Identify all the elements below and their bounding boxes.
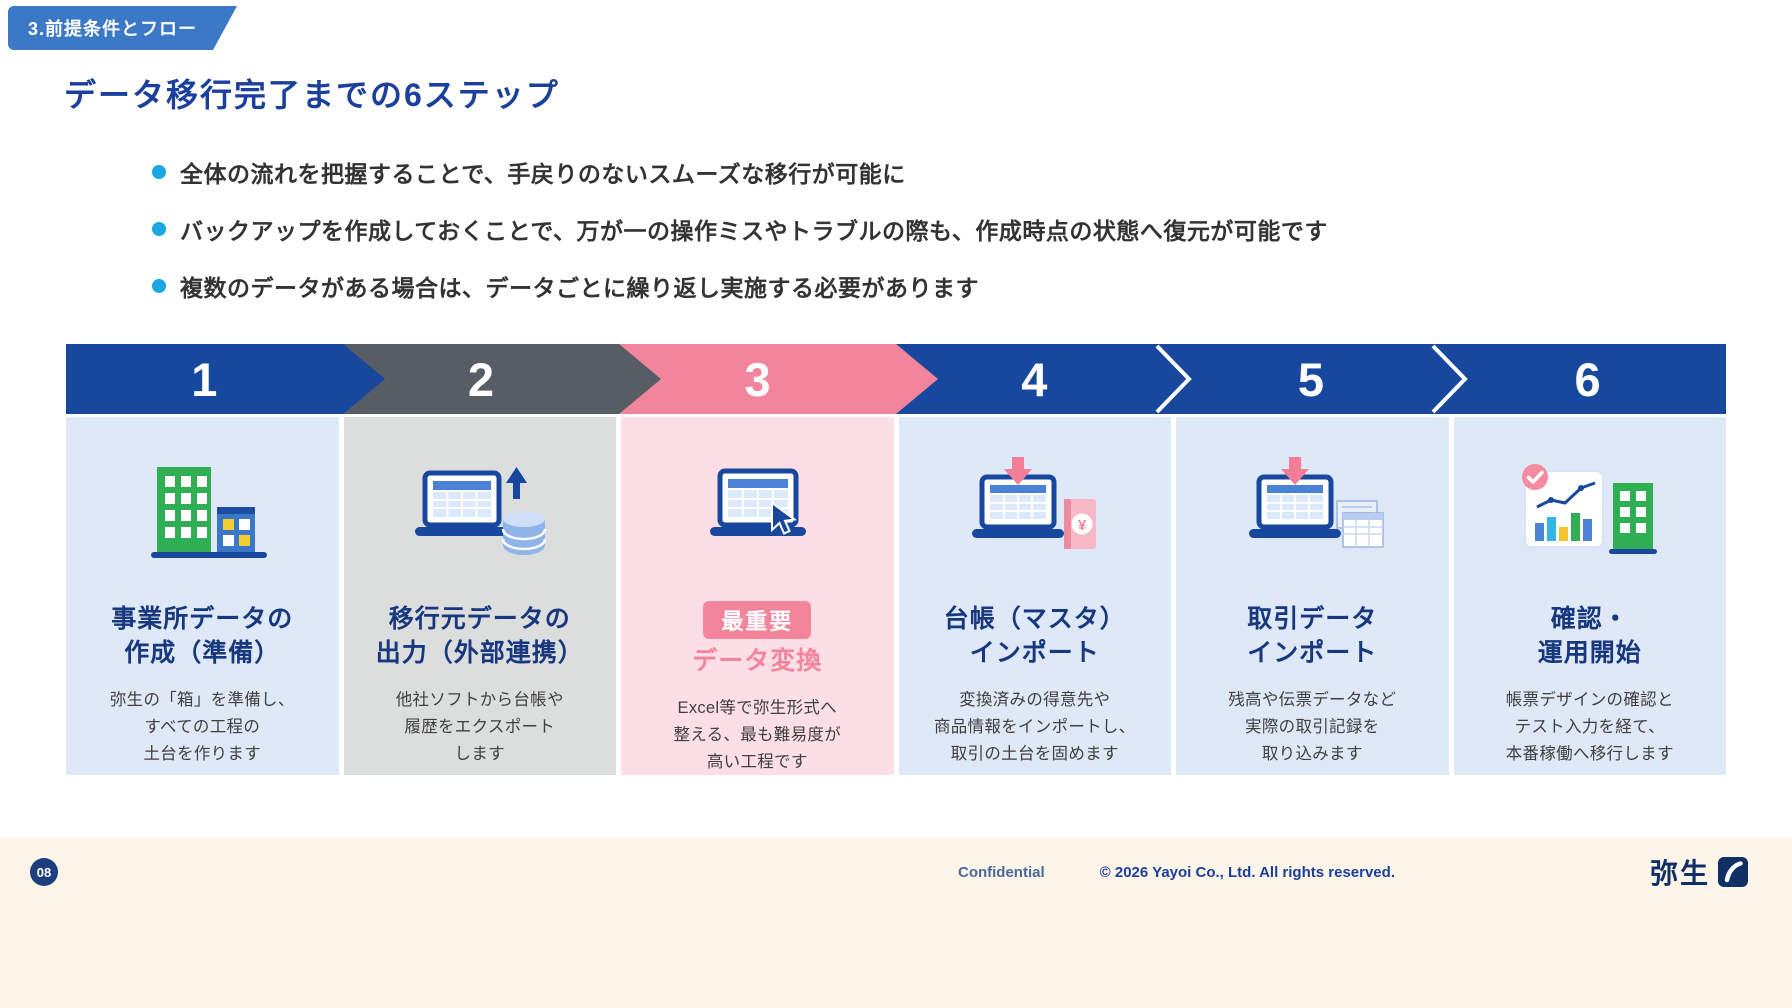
card-body: 弥生の「箱」を準備し、 すべての工程の 土台を作ります: [109, 690, 295, 763]
bullet-text: 全体の流れを把握することで、手戻りのないスムーズな移行が可能に: [180, 161, 906, 187]
page-number-badge: 08: [30, 858, 58, 886]
card-title: 台帳（マスタ） インポート: [943, 605, 1126, 667]
step-card-1: 事業所データの 作成（準備） 弥生の「箱」を準備し、 すべての工程の 土台を作り…: [66, 417, 339, 775]
card-title: 確認・ 運用開始: [1537, 605, 1642, 667]
confidential-label: Confidential: [957, 863, 1045, 881]
step-arrow-band-icon: [66, 344, 1726, 414]
copyright-text: © 2026 Yayoi Co., Ltd. All rights reserv…: [1099, 863, 1395, 881]
step-number: 1: [191, 352, 218, 406]
ledger-import-icon: ¥: [899, 451, 1172, 583]
step-flow: 1 2 3 4 5 6: [66, 344, 1726, 775]
card-body: 帳票デザインの確認と テスト入力を経て、 本番稼働へ移行します: [1505, 690, 1674, 763]
step-card-5: 取引データ インポート 残高や伝票データなど 実際の取引記録を 取り込みます: [1176, 417, 1449, 775]
step-cards: 事業所データの 作成（準備） 弥生の「箱」を準備し、 すべての工程の 土台を作り…: [66, 417, 1726, 775]
card-body: Excel等で弥生形式へ 整える、最も難易度が 高い工程です: [673, 698, 841, 772]
card-title: データ変換: [692, 647, 823, 675]
bullet-list: 全体の流れを把握することで、手戻りのないスムーズな移行が可能に バックアップを作…: [152, 155, 1328, 326]
step-card-2: 移行元データの 出力（外部連携） 他社ソフトから台帳や 履歴をエクスポート しま…: [343, 417, 617, 775]
bullet-dot-icon: [152, 165, 166, 179]
card-body: 他社ソフトから台帳や 履歴をエクスポート します: [395, 690, 564, 763]
card-title: 移行元データの 出力（外部連携）: [375, 605, 584, 667]
bullet-text: バックアップを作成しておくことで、万が一の操作ミスやトラブルの際も、作成時点の状…: [180, 218, 1328, 244]
step-header-band: 1 2 3 4 5 6: [66, 344, 1726, 414]
card-body: 変換済みの得意先や 商品情報をインポートし、 取引の土台を固めます: [933, 690, 1136, 763]
yayoi-logo: 弥生: [1650, 852, 1748, 892]
bullet-item: 全体の流れを把握することで、手戻りのないスムーズな移行が可能に: [152, 155, 1328, 189]
bullet-dot-icon: [152, 279, 166, 293]
importance-badge: 最重要: [703, 601, 812, 639]
card-title: 事業所データの 作成（準備）: [111, 605, 294, 667]
step-card-6: 確認・ 運用開始 帳票デザインの確認と テスト入力を経て、 本番稼働へ移行します: [1453, 417, 1727, 775]
card-body: 残高や伝票データなど 実際の取引記録を 取り込みます: [1228, 690, 1397, 763]
export-database-icon: [344, 451, 617, 583]
card-title: 取引データ インポート: [1247, 605, 1378, 667]
bullet-item: バックアップを作成しておくことで、万が一の操作ミスやトラブルの際も、作成時点の状…: [152, 212, 1328, 246]
yayoi-logo-text: 弥生: [1649, 858, 1710, 889]
bullet-dot-icon: [152, 222, 166, 236]
step-number: 6: [1574, 352, 1601, 406]
svg-text:¥: ¥: [1078, 517, 1087, 534]
step-number: 5: [1297, 352, 1324, 406]
footer: 08 Confidential © 2026 Yayoi Co., Ltd. A…: [0, 838, 1792, 1008]
page-title: データ移行完了までの6ステップ: [64, 77, 560, 113]
golive-check-chart-icon: [1454, 451, 1727, 583]
bullet-item: 複数のデータがある場合は、データごとに繰り返し実施する必要があります: [152, 269, 1328, 303]
transaction-import-icon: [1176, 451, 1449, 583]
office-buildings-icon: [66, 451, 339, 583]
bullet-text: 複数のデータがある場合は、データごとに繰り返し実施する必要があります: [180, 275, 979, 301]
step-card-3: 最重要 データ変換 Excel等で弥生形式へ 整える、最も難易度が 高い工程です: [621, 417, 894, 775]
step-number: 4: [1021, 352, 1048, 406]
step-number: 3: [744, 352, 771, 406]
step-number: 2: [467, 352, 494, 406]
yayoi-logo-mark-icon: [1718, 857, 1748, 887]
section-tab: 3.前提条件とフロー: [8, 6, 237, 50]
step-card-4: ¥ 台帳（マスタ） インポート 変換済みの得意先や 商品情報をインポートし、 取…: [898, 417, 1172, 775]
data-convert-cursor-icon: [621, 451, 894, 583]
